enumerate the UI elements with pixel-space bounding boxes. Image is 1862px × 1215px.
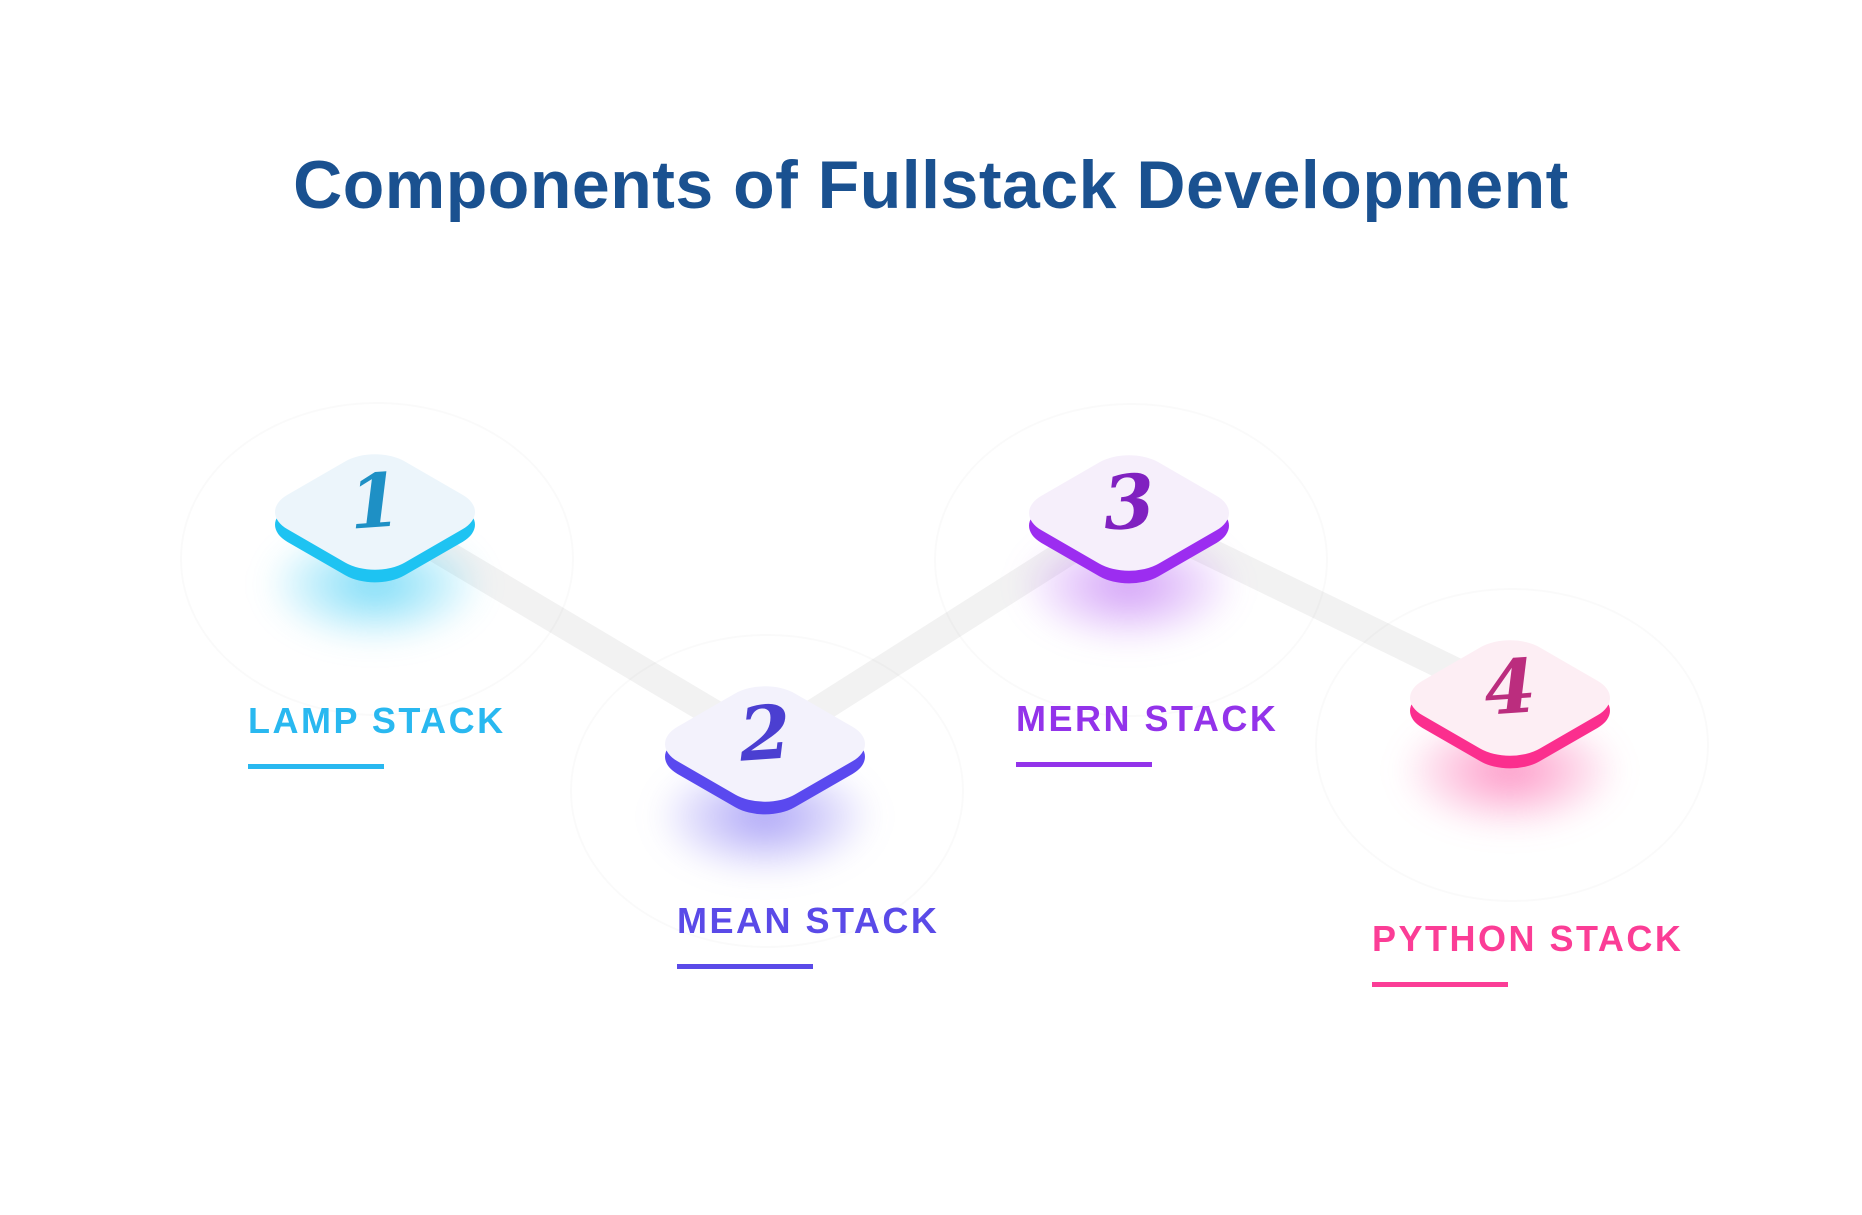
- node-label-mean: MEAN STACK: [677, 900, 939, 969]
- label-underline: [1016, 762, 1152, 767]
- node-label-text: MERN STACK: [1016, 698, 1279, 739]
- label-underline: [248, 764, 384, 769]
- node-label-mern: MERN STACK: [1016, 698, 1278, 767]
- node-number: 2: [736, 689, 794, 779]
- node-label-text: PYTHON STACK: [1372, 918, 1684, 959]
- node-number: 1: [346, 457, 404, 547]
- node-label-text: LAMP STACK: [248, 700, 506, 741]
- node-label-text: MEAN STACK: [677, 900, 940, 941]
- node-label-python: PYTHON STACK: [1372, 918, 1683, 987]
- connector-path: [367, 499, 1517, 758]
- label-underline: [1372, 982, 1508, 987]
- node-number: 4: [1481, 643, 1539, 733]
- diagram-title: Components of Fullstack Development: [293, 146, 1569, 223]
- node-number: 3: [1100, 458, 1158, 548]
- label-underline: [677, 964, 813, 969]
- node-label-lamp: LAMP STACK: [248, 700, 506, 769]
